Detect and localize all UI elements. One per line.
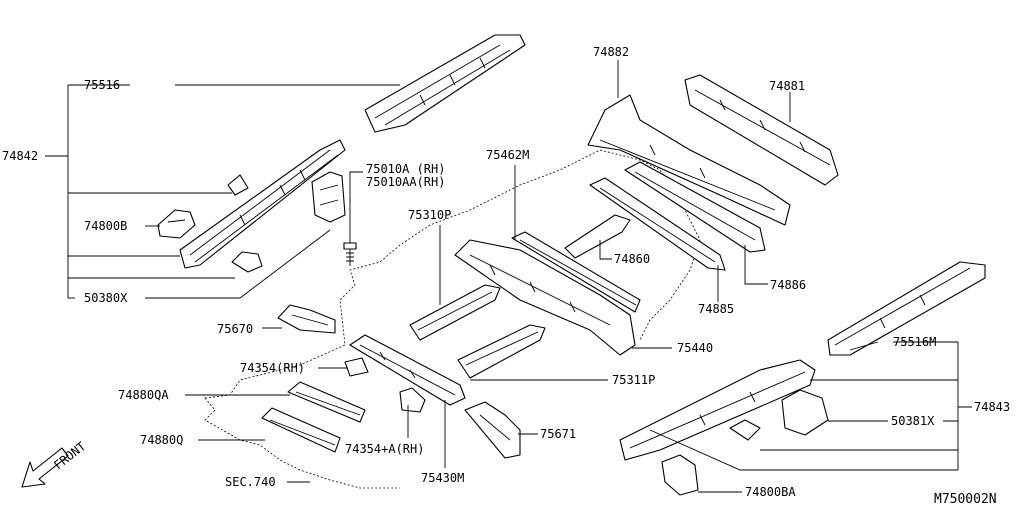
label-74885: 74885 (698, 302, 734, 316)
part-74886-member (624, 161, 766, 253)
label-75010AA: 75010AA(RH) (366, 175, 445, 189)
label-74843: 74843 (974, 400, 1010, 414)
label-75516M: 75516M (893, 335, 936, 349)
part-74885-member (589, 177, 726, 271)
part-74880Q-member (261, 407, 341, 453)
label-75311P: 75311P (612, 373, 655, 387)
label-74881: 74881 (769, 79, 805, 93)
label-74354A: 74354+A(RH) (345, 442, 424, 456)
label-74882: 74882 (593, 45, 629, 59)
label-74860: 74860 (614, 252, 650, 266)
front-arrow: FRONT (21, 439, 88, 488)
leader-lines (45, 60, 972, 493)
part-labels: 75516 74842 74800B 50380X 75010A (RH) 75… (2, 45, 1010, 499)
part-75671-bracket (464, 401, 521, 459)
part-74880QA-member (287, 381, 366, 423)
label-75462M: 75462M (486, 148, 529, 162)
label-75430M: 75430M (421, 471, 464, 485)
part-75311P-member (457, 324, 546, 379)
label-50380X: 50380X (84, 291, 128, 305)
part-74354-cross-member (344, 334, 466, 406)
label-75010A: 75010A (RH) (366, 162, 445, 176)
label-74800BA: 74800BA (745, 485, 796, 499)
part-75516M-rail (827, 261, 986, 356)
part-50381X-bracket (781, 389, 829, 436)
label-SEC740: SEC.740 (225, 475, 276, 489)
label-74354RH: 74354(RH) (240, 361, 305, 375)
part-75310P-member (409, 284, 501, 341)
part-74354A-bracket (399, 387, 426, 413)
part-75670-bracket (277, 304, 336, 334)
floor-outline (204, 149, 701, 489)
part-74842-side-member (179, 139, 346, 269)
part-75440-floor-member (454, 239, 636, 356)
label-75670: 75670 (217, 322, 253, 336)
part-75516-rail (364, 34, 526, 133)
label-75516: 75516 (84, 78, 120, 92)
label-74842: 74842 (2, 149, 38, 163)
part-small-bracket (729, 419, 761, 441)
label-75671: 75671 (540, 427, 576, 441)
part-74800B-bracket (157, 209, 196, 239)
part-74882-rear-member (587, 94, 791, 226)
part-74860-member (564, 214, 631, 259)
part-74800BA-bracket (661, 454, 699, 496)
label-74880Q: 74880Q (140, 433, 183, 447)
part-74881-rear-panel (684, 74, 839, 186)
part-75462M-member (511, 231, 641, 313)
part-50380X-bracket (231, 251, 263, 273)
label-75310P: 75310P (408, 208, 451, 222)
bolt (343, 242, 357, 266)
label-74886: 74886 (770, 278, 806, 292)
label-75440: 75440 (677, 341, 713, 355)
part-74843-side-member (619, 359, 816, 461)
label-50381X: 50381X (891, 414, 935, 428)
part-75010A-bracket (311, 171, 346, 223)
diagram-reference: M750002N (934, 492, 997, 507)
label-74880QA: 74880QA (118, 388, 169, 402)
label-74800B: 74800B (84, 219, 127, 233)
